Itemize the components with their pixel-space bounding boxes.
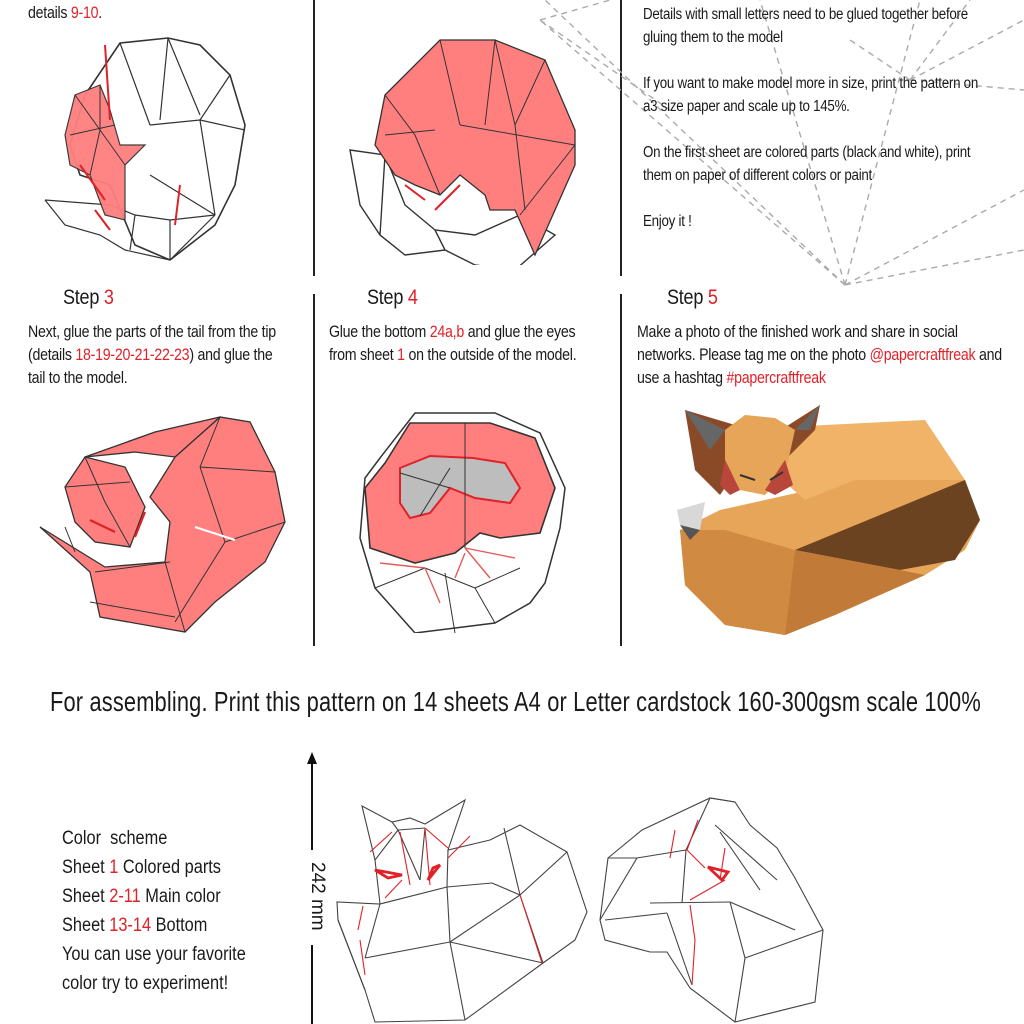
row-label: Main color bbox=[140, 886, 221, 907]
detail-numbers: 24a,b bbox=[429, 323, 465, 341]
finished-fox-photo bbox=[677, 405, 980, 635]
step-number: 5 bbox=[707, 286, 718, 309]
step-text: on the outside of the model. bbox=[404, 346, 577, 364]
step-4-title: Step 4 bbox=[367, 286, 418, 310]
color-scheme-row: Sheet 13-14 Bottom bbox=[62, 911, 246, 940]
fragment-suffix: . bbox=[98, 4, 102, 22]
color-scheme-row: Sheet 2-11 Main color bbox=[62, 882, 246, 911]
note-small-letters: Details with small letters need to be gl… bbox=[643, 6, 968, 46]
hashtag-link[interactable]: #papercraftfreak bbox=[726, 369, 826, 387]
instructions-notes: Details with small letters need to be gl… bbox=[643, 3, 987, 256]
instagram-handle-link[interactable]: @papercraftfreak bbox=[869, 346, 976, 364]
color-scheme: Color scheme Sheet 1 Colored parts Sheet… bbox=[62, 824, 246, 998]
note-scale-up: If you want to make model more in size, … bbox=[643, 75, 978, 115]
row-label: Colored parts bbox=[118, 857, 221, 878]
height-dimension-arrow bbox=[307, 752, 317, 1024]
step-label: Step bbox=[63, 286, 104, 309]
row-label: Bottom bbox=[151, 915, 208, 936]
step-3-title: Step 3 bbox=[63, 286, 114, 310]
dashed-rays-decoration bbox=[539, 0, 1024, 286]
height-dimension-label: 242 mm bbox=[307, 862, 328, 931]
step-label: Step bbox=[667, 286, 708, 309]
step-3-text: Next, glue the parts of the tail from th… bbox=[28, 321, 286, 390]
row-prefix: Sheet bbox=[62, 886, 110, 907]
step-5-text: Make a photo of the finished work and sh… bbox=[637, 321, 1015, 390]
step-3-illustration bbox=[39, 416, 286, 633]
note-colored-parts: On the first sheet are colored parts (bl… bbox=[643, 144, 971, 184]
sheet-number: 1 bbox=[109, 857, 119, 878]
step-text: Next, glue the parts of the tail from th… bbox=[28, 323, 276, 364]
detail-numbers: 18-19-20-21-22-23 bbox=[75, 346, 190, 364]
step-4-illustration bbox=[359, 412, 566, 633]
color-scheme-tip: You can use your favorite bbox=[62, 944, 246, 965]
color-scheme-tip: color try to experiment! bbox=[62, 973, 229, 994]
color-scheme-row: Sheet 1 Colored parts bbox=[62, 853, 246, 882]
step-2-illustration bbox=[349, 39, 576, 265]
row-prefix: Sheet bbox=[62, 915, 110, 936]
sheet-number: 13-14 bbox=[109, 915, 152, 936]
fragment-text: details bbox=[28, 4, 71, 22]
sheet-number: 1 bbox=[397, 346, 405, 364]
step-text: ) and glue the tail to the model. bbox=[28, 346, 273, 387]
detail-numbers: 9-10 bbox=[70, 4, 99, 22]
divider bbox=[313, 0, 315, 276]
step-5-title: Step 5 bbox=[667, 286, 718, 310]
fox-wireframe-views bbox=[336, 797, 824, 1023]
step-text: and glue the eyes from sheet bbox=[329, 323, 576, 364]
divider bbox=[620, 0, 622, 276]
note-enjoy: Enjoy it ! bbox=[643, 213, 692, 230]
divider bbox=[313, 294, 315, 646]
row-prefix: Sheet bbox=[62, 857, 110, 878]
assembly-heading: For assembling. Print this pattern on 14… bbox=[50, 686, 981, 717]
step-4-text: Glue the bottom 24a,b and glue the eyes … bbox=[329, 321, 596, 367]
step-label: Step bbox=[367, 286, 408, 309]
step-number: 3 bbox=[103, 286, 114, 309]
previous-step-fragment: details 9-10. bbox=[28, 2, 102, 25]
color-scheme-title: Color scheme bbox=[62, 828, 168, 849]
step-text: Glue the bottom bbox=[329, 323, 430, 341]
step-1-illustration bbox=[44, 37, 246, 261]
step-text: Make a photo of the finished work and sh… bbox=[637, 323, 958, 364]
divider bbox=[620, 294, 622, 646]
step-text: and use a hashtag bbox=[637, 346, 1002, 387]
sheet-number: 2-11 bbox=[109, 886, 141, 907]
step-number: 4 bbox=[407, 286, 418, 309]
